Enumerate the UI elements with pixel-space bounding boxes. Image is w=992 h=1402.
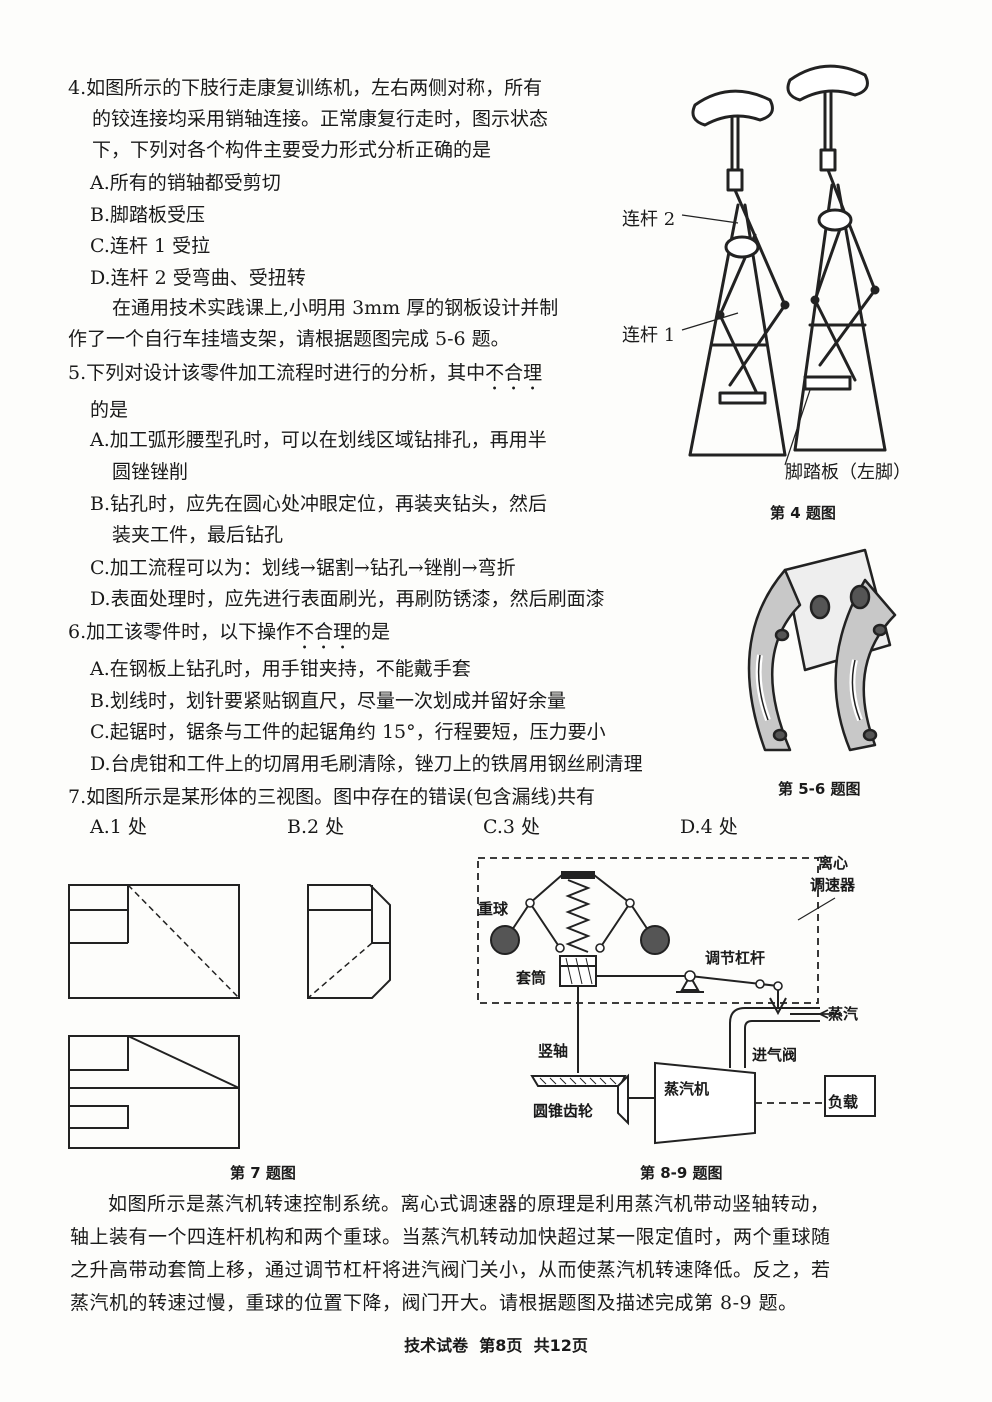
q4-option-c[interactable]: C.连杆 1 受拉 (90, 235, 211, 257)
q7-option-d[interactable]: D.4 处 (680, 816, 738, 838)
q6-option-d[interactable]: D.台虎钳和工件上的切屑用毛刷清除，锉刀上的铁屑用钢丝刷清理 (90, 753, 643, 775)
q7-option-a[interactable]: A.1 处 (90, 816, 147, 838)
intro56-line2: 作了一个自行车挂墙支架，请根据题图完成 5-6 题。 (68, 328, 510, 350)
figure-4-label-link2: 连杆 2 (622, 209, 676, 230)
q5-option-d[interactable]: D.表面处理时，应先进行表面刷光，再刷防锈漆，然后刷面漆 (90, 588, 605, 610)
fig89-label-governor-1: 离心 (818, 854, 849, 872)
q4-option-d[interactable]: D.连杆 2 受弯曲、受扭转 (90, 267, 306, 289)
fig89-label-engine: 蒸汽机 (664, 1080, 710, 1098)
fig89-label-valve: 进气阀 (752, 1046, 798, 1064)
q7-option-b[interactable]: B.2 处 (287, 816, 345, 838)
figure-7-three-views (68, 884, 240, 999)
q6-stem-text: 6.加工该零件时，以下操作 (68, 621, 296, 643)
intro56-line1: 在通用技术实践课上,小明用 3mm 厚的钢板设计并制 (112, 297, 559, 319)
q6-stem-tail: 的是 (352, 621, 391, 643)
q6-option-c[interactable]: C.起锯时，锯条与工件的起锯角约 15°，行程要短，压力要小 (90, 721, 606, 743)
figure-4-label-pedal: 脚踏板（左脚） (785, 462, 911, 483)
q5-stem-line1: 5.下列对设计该零件加工流程时进行的分析，其中不合理 (68, 361, 542, 395)
q5-option-a-cont: 圆锉锉削 (112, 461, 189, 483)
figure-7-left-view (307, 884, 391, 999)
fig89-label-lever: 调节杠杆 (705, 949, 766, 967)
q4-stem-line2: 的铰连接均采用销轴连接。正常康复行走时，图示状态 (92, 108, 549, 130)
paragraph-line-4: 蒸汽机的转速过慢，重球的位置下降，阀门开大。请根据题图及描述完成第 8-9 题。 (70, 1292, 798, 1314)
q5-stem-line2: 的是 (90, 399, 129, 421)
paragraph-line-3: 之升高带动套筒上移，通过调节杠杆将进汽阀门关小，从而使蒸汽机转速降低。反之，若 (70, 1259, 831, 1281)
q5-option-a[interactable]: A.加工弧形腰型孔时，可以在划线区域钻排孔，再用半 (90, 429, 547, 451)
figure-56-bracket (747, 548, 897, 752)
q5-option-c[interactable]: C.加工流程可以为：划线→锯割→钻孔→锉削→弯折 (90, 557, 516, 579)
figure-4-label-link1: 连杆 1 (622, 325, 676, 346)
q6-option-b[interactable]: B.划线时，划针要紧贴钢直尺，尽量一次划成并留好余量 (90, 690, 567, 712)
fig89-label-gear: 圆锥齿轮 (533, 1102, 594, 1120)
q7-stem: 7.如图所示是某形体的三视图。图中存在的错误(包含漏线)共有 (68, 786, 595, 808)
paragraph-line-2: 轴上装有一个四连杆机构和两个重球。当蒸汽机转动加快超过某一限定值时，两个重球随 (70, 1226, 831, 1248)
figure-89-steam-governor (477, 857, 876, 1145)
paragraph-line-1: 如图所示是蒸汽机转速控制系统。离心式调速器的原理是利用蒸汽机带动竖轴转动， (108, 1193, 830, 1215)
fig89-label-ball: 重球 (478, 900, 509, 918)
figure-4-caption: 第 4 题图 (770, 504, 836, 522)
q6-stem: 6.加工该零件时，以下操作不合理的是 (68, 620, 390, 654)
q5-option-b-cont: 装夹工件，最后钻孔 (112, 524, 284, 546)
figure-7-top-view (68, 1035, 240, 1149)
fig89-label-load: 负载 (828, 1093, 859, 1111)
fig89-label-steam: 蒸汽 (828, 1005, 859, 1023)
page-footer: 技术试卷 第8页 共12页 (404, 1336, 588, 1355)
fig89-label-shaft: 竖轴 (538, 1042, 569, 1060)
figure-89-caption: 第 8-9 题图 (640, 1164, 723, 1182)
q4-stem-line1: 4.如图所示的下肢行走康复训练机，左右两侧对称，所有 (68, 77, 543, 99)
q6-option-a[interactable]: A.在钢板上钻孔时，用手钳夹持，不能戴手套 (90, 658, 471, 680)
q5-stem-emphasis: 不合理 (485, 362, 543, 384)
figure-7-caption: 第 7 题图 (230, 1164, 296, 1182)
fig89-label-sleeve: 套筒 (516, 969, 547, 987)
fig89-label-governor-2: 调速器 (810, 876, 856, 894)
steam-governor-paragraph: 如图所示是蒸汽机转速控制系统。离心式调速器的原理是利用蒸汽机带动竖轴转动， 轴上… (70, 1188, 920, 1320)
q6-stem-emphasis: 不合理 (295, 621, 353, 643)
figure-56-caption: 第 5-6 题图 (778, 780, 861, 798)
figure-4-rehab-trainer (681, 64, 887, 466)
q5-stem-text: 5.下列对设计该零件加工流程时进行的分析，其中 (68, 362, 486, 384)
q7-option-c[interactable]: C.3 处 (483, 816, 541, 838)
q4-option-a[interactable]: A.所有的销轴都受剪切 (90, 172, 281, 194)
q4-option-b[interactable]: B.脚踏板受压 (90, 204, 206, 226)
q5-option-b[interactable]: B.钻孔时，应先在圆心处冲眼定位，再装夹钻头，然后 (90, 493, 548, 515)
q4-stem-line3: 下，下列对各个构件主要受力形式分析正确的是 (92, 139, 492, 161)
